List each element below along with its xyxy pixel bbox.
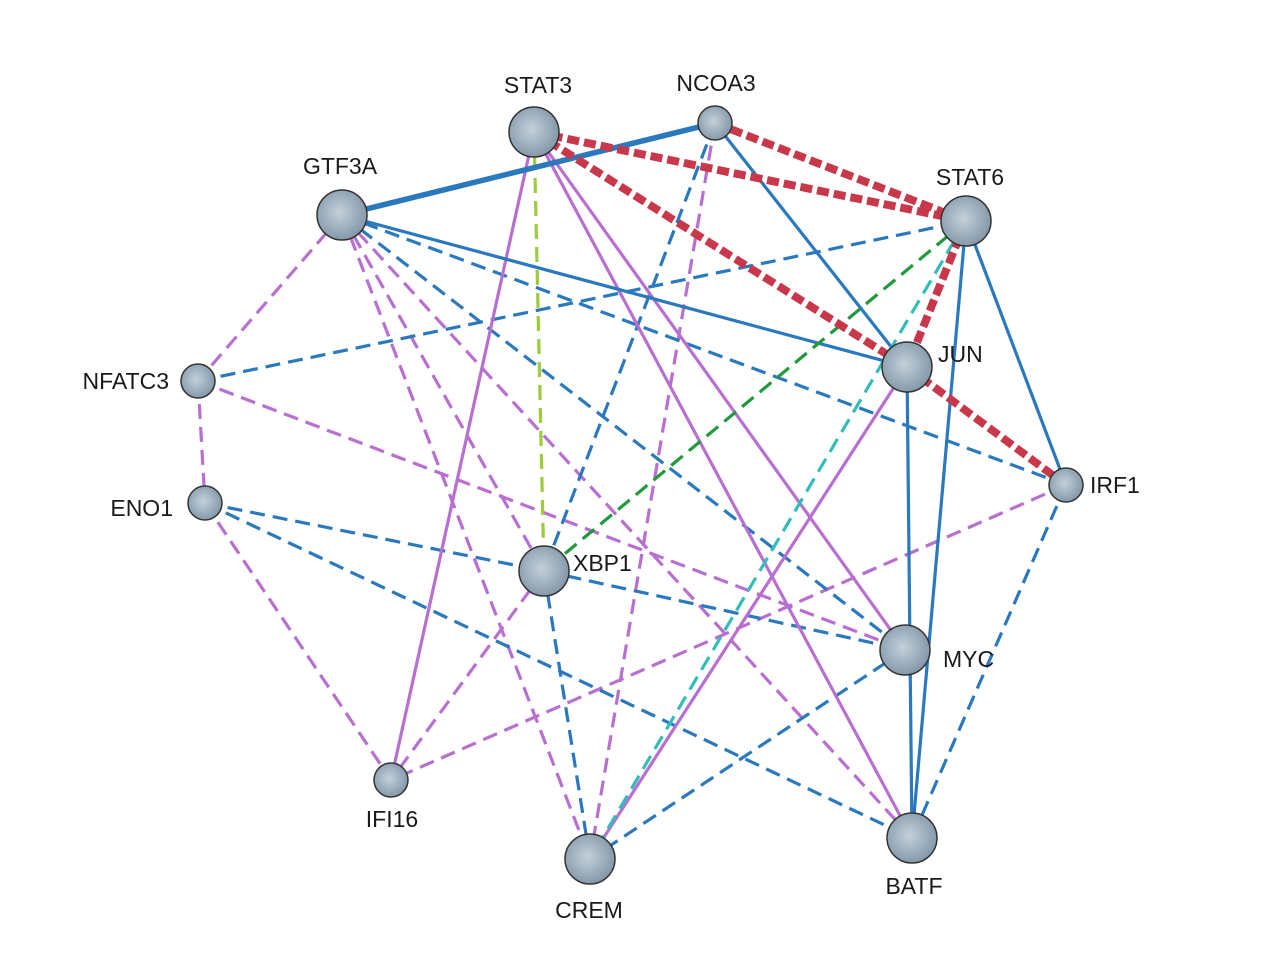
edge-gtf3a-nfatc3 xyxy=(196,213,344,383)
edge-stat6-batf xyxy=(910,220,968,839)
edge-xbp1-ifi16 xyxy=(389,570,546,781)
edge-ncoa3-xbp1 xyxy=(542,122,717,572)
edge-nfatc3-stat6 xyxy=(197,219,967,383)
node-label-nfatc3: NFATC3 xyxy=(83,368,169,394)
edge-stat3-stat6 xyxy=(533,128,967,225)
nodes-layer xyxy=(180,105,1084,885)
edge-jun-batf xyxy=(905,366,914,839)
node-label-ifi16: IFI16 xyxy=(366,806,418,832)
node-xbp1[interactable] xyxy=(518,545,570,597)
edge-nfatc3-myc xyxy=(197,379,906,652)
edge-stat3-jun xyxy=(531,128,910,371)
edge-myc-crem xyxy=(589,648,906,861)
edge-stat6-irf1 xyxy=(964,220,1068,486)
edge-stat6-jun xyxy=(903,219,970,369)
edge-xbp1-myc xyxy=(543,569,906,652)
node-label-myc: MYC xyxy=(943,646,994,672)
node-batf[interactable] xyxy=(886,812,938,864)
node-stat6[interactable] xyxy=(940,195,992,247)
node-label-eno1: ENO1 xyxy=(110,495,173,521)
node-irf1[interactable] xyxy=(1048,467,1084,503)
edge-stat3-ifi16 xyxy=(389,131,536,781)
node-crem[interactable] xyxy=(564,833,616,885)
node-nfatc3[interactable] xyxy=(180,363,216,399)
edge-gtf3a-batf xyxy=(340,213,914,840)
node-stat3[interactable] xyxy=(508,106,560,158)
node-label-stat6: STAT6 xyxy=(936,164,1004,190)
edges-layer xyxy=(196,119,1069,861)
node-label-jun: JUN xyxy=(938,341,983,367)
node-label-crem: CREM xyxy=(555,897,623,923)
edge-xbp1-crem xyxy=(542,570,592,860)
node-myc[interactable] xyxy=(879,624,931,676)
edge-nfatc3-eno1 xyxy=(196,380,207,504)
node-gtf3a[interactable] xyxy=(316,189,368,241)
edge-stat3-batf xyxy=(532,131,914,839)
node-label-gtf3a: GTF3A xyxy=(303,153,378,179)
edge-stat3-xbp1 xyxy=(532,131,546,572)
edge-gtf3a-crem xyxy=(340,214,592,860)
edge-stat6-crem xyxy=(588,220,968,860)
node-label-stat3: STAT3 xyxy=(504,72,572,98)
edge-gtf3a-ncoa3 xyxy=(341,120,716,218)
edge-ncoa3-jun xyxy=(713,122,909,368)
node-ncoa3[interactable] xyxy=(697,105,733,141)
edge-gtf3a-myc xyxy=(341,213,906,652)
edge-eno1-xbp1 xyxy=(204,501,545,573)
edge-stat3-myc xyxy=(532,131,907,651)
node-label-xbp1: XBP1 xyxy=(573,550,632,576)
edge-gtf3a-irf1 xyxy=(341,213,1067,487)
node-label-irf1: IRF1 xyxy=(1090,472,1140,498)
edge-ncoa3-stat6 xyxy=(713,119,968,225)
node-label-ncoa3: NCOA3 xyxy=(676,70,755,96)
edge-irf1-ifi16 xyxy=(390,483,1067,782)
edge-gtf3a-xbp1 xyxy=(340,214,546,572)
node-ifi16[interactable] xyxy=(373,762,409,798)
edge-jun-crem xyxy=(588,366,909,860)
edge-irf1-batf xyxy=(910,484,1068,839)
node-jun[interactable] xyxy=(881,341,933,393)
edge-gtf3a-jun xyxy=(341,213,908,369)
node-eno1[interactable] xyxy=(187,485,223,521)
node-label-batf: BATF xyxy=(885,873,942,899)
edge-ncoa3-crem xyxy=(588,122,717,860)
edge-eno1-ifi16 xyxy=(203,502,393,781)
